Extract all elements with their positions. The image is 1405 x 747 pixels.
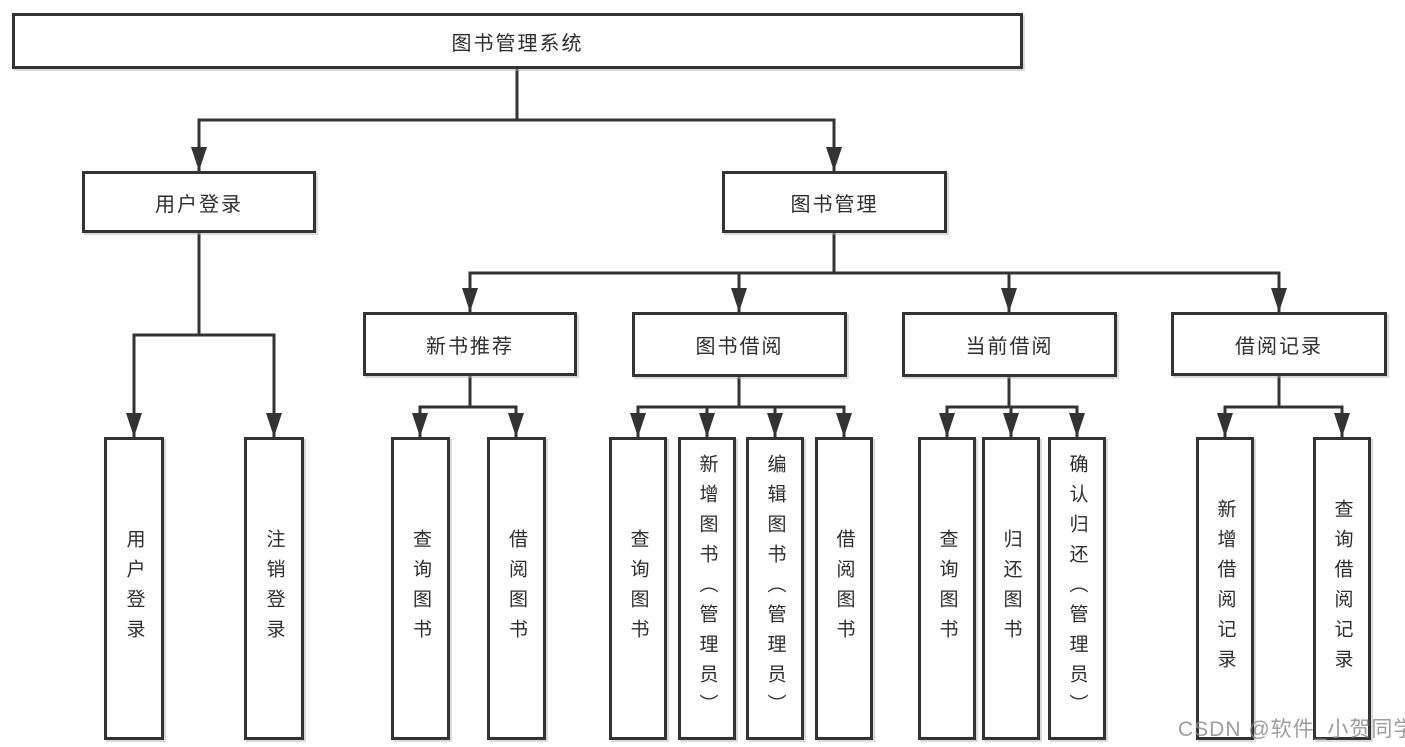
leaf-borrow-edit-admin: 编辑图书（管理员） bbox=[746, 437, 804, 740]
leaf-borrow-query-label: 查询图书 bbox=[627, 528, 649, 649]
leaf-records-add-label: 新增借阅记录 bbox=[1214, 498, 1236, 679]
leaf-user-login-label: 用户登录 bbox=[123, 528, 145, 649]
leaf-current-confirm-admin-label: 确认归还（管理员） bbox=[1066, 453, 1088, 724]
node-new-book-recommend: 新书推荐 bbox=[363, 312, 577, 376]
leaf-borrow-edit-admin-label: 编辑图书（管理员） bbox=[764, 453, 786, 724]
node-new-book-recommend-label: 新书推荐 bbox=[426, 335, 514, 358]
node-book-borrow-label: 图书借阅 bbox=[695, 336, 784, 358]
node-borrow-records: 借阅记录 bbox=[1171, 312, 1387, 376]
leaf-logout-label: 注销登录 bbox=[263, 528, 285, 649]
leaf-borrow-add-admin: 新增图书（管理员） bbox=[678, 437, 736, 740]
leaf-logout: 注销登录 bbox=[244, 437, 304, 740]
node-book-management-label: 图书管理 bbox=[790, 193, 879, 216]
leaf-user-login: 用户登录 bbox=[104, 437, 164, 740]
node-root: 图书管理系统 bbox=[12, 13, 1023, 69]
leaf-current-query-label: 查询图书 bbox=[936, 528, 958, 649]
leaf-current-query: 查询图书 bbox=[918, 437, 976, 740]
leaf-current-return-label: 归还图书 bbox=[1000, 528, 1022, 649]
node-user-login-label: 用户登录 bbox=[155, 193, 243, 216]
leaf-newbook-borrow-label: 借阅图书 bbox=[506, 528, 527, 649]
leaf-newbook-query-label: 查询图书 bbox=[410, 528, 431, 649]
node-borrow-records-label: 借阅记录 bbox=[1235, 335, 1323, 358]
node-book-borrow: 图书借阅 bbox=[632, 312, 847, 377]
leaf-current-return: 归还图书 bbox=[982, 437, 1040, 740]
leaf-newbook-borrow: 借阅图书 bbox=[487, 437, 546, 740]
node-book-management: 图书管理 bbox=[722, 171, 947, 233]
leaf-records-query-label: 查询借阅记录 bbox=[1331, 498, 1353, 679]
leaf-borrow-book: 借阅图书 bbox=[815, 437, 873, 740]
leaf-current-confirm-admin: 确认归还（管理员） bbox=[1048, 437, 1106, 740]
node-user-login: 用户登录 bbox=[82, 171, 316, 233]
node-current-borrow-label: 当前借阅 bbox=[965, 336, 1054, 358]
leaf-borrow-add-admin-label: 新增图书（管理员） bbox=[696, 453, 718, 724]
leaf-records-query: 查询借阅记录 bbox=[1313, 437, 1371, 740]
leaf-records-add: 新增借阅记录 bbox=[1196, 437, 1254, 740]
csdn-watermark: CSDN @软件_小贺同学 bbox=[1178, 718, 1405, 741]
node-current-borrow: 当前借阅 bbox=[902, 312, 1117, 377]
leaf-borrow-book-label: 借阅图书 bbox=[833, 528, 855, 649]
leaf-newbook-query: 查询图书 bbox=[391, 437, 450, 740]
leaf-borrow-query: 查询图书 bbox=[609, 437, 667, 740]
node-root-label: 图书管理系统 bbox=[451, 32, 584, 55]
